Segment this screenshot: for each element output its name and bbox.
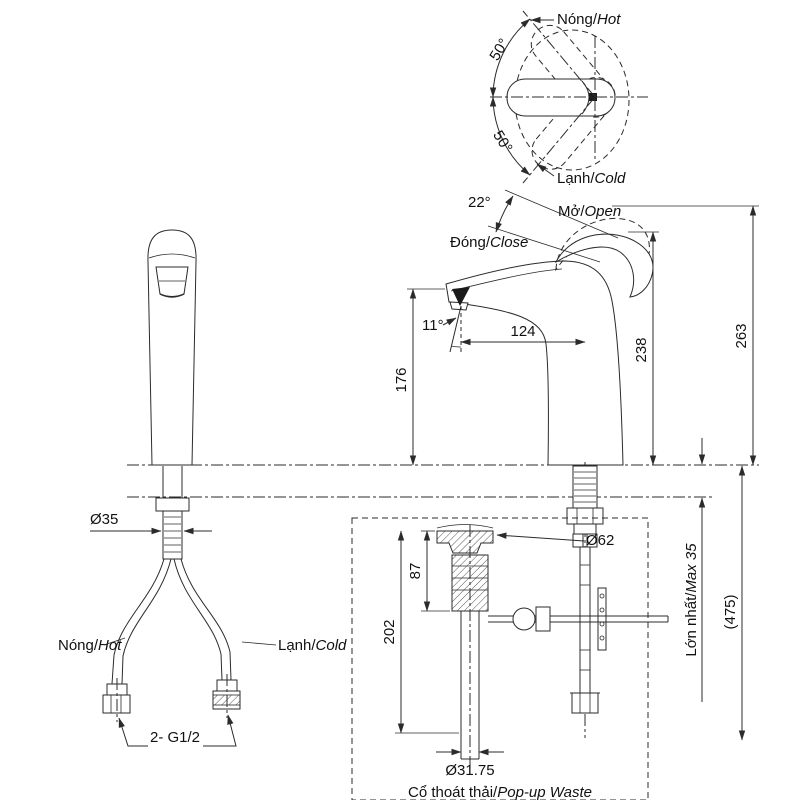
hot-hose-inner — [121, 558, 172, 685]
dim-263-label: 263 — [733, 323, 750, 348]
rod-nut — [571, 692, 599, 714]
max35-vn: Lớn nhất/ — [683, 592, 700, 657]
open-ref-line — [504, 189, 619, 239]
dim-124-label: 124 — [510, 323, 535, 340]
open-en: Open — [585, 203, 622, 220]
dim-62-label: Ø62 — [586, 532, 614, 549]
arc-50-down — [489, 96, 531, 176]
waste-flange — [436, 530, 494, 554]
top-cold-vn: Lạnh/ — [557, 170, 595, 187]
top-view-body-dome — [514, 29, 630, 171]
threaded-rod — [579, 546, 591, 694]
hose-cold-label: Lạnh/Cold — [278, 637, 347, 654]
spray-angle-arc — [450, 345, 462, 348]
side-view-under-counter — [566, 462, 607, 738]
mounting-nut — [566, 507, 604, 525]
hot-hose-outer — [111, 558, 165, 685]
dim-max35-label: Lớn nhất/Max 35 — [683, 543, 700, 657]
handle-pivot-dot — [589, 93, 597, 101]
dim-3175-label: Ø31.75 — [445, 762, 494, 779]
close-vn: Đóng/ — [450, 234, 491, 251]
dim-176-label: 176 — [393, 367, 410, 392]
strap-hole — [599, 593, 605, 599]
pivot-ball — [512, 607, 536, 631]
connector-block — [573, 523, 597, 535]
front-shank-threaded — [162, 510, 183, 560]
waste-caption-en: Pop-up Waste — [497, 784, 592, 800]
hose-cold-en: Cold — [316, 637, 348, 654]
close-label: Đóng/Close — [450, 234, 528, 251]
dim-475-label: (475) — [722, 594, 739, 629]
strap-hole — [599, 607, 605, 613]
spray-angle-line — [449, 305, 462, 353]
dim-202-label: 202 — [381, 619, 398, 644]
angle-50-up-label: 50° — [486, 36, 512, 64]
top-view-handle-rotation: 50° 50° Nóng/Hot Lạnh/Cold — [486, 10, 648, 187]
top-cold-en: Cold — [595, 170, 627, 187]
hot-label-leader — [103, 637, 126, 646]
lift-rod-strap — [597, 587, 607, 651]
cold-leader — [536, 163, 555, 177]
flow-direction-mark — [452, 287, 470, 306]
cold-hose-inner — [173, 558, 223, 681]
flange-dome — [436, 524, 494, 529]
hose-nipple-cold — [586, 533, 598, 548]
hose-hot-vn: Nóng/ — [58, 637, 99, 654]
handle-seam-front — [148, 253, 196, 259]
top-hot-vn: Nóng/ — [557, 11, 598, 28]
centerline-cold-50 — [522, 96, 596, 184]
dim-238-label: 238 — [633, 337, 650, 362]
top-hot-label: Nóng/Hot — [557, 11, 621, 28]
spout-mouth — [155, 266, 189, 297]
spray-angle-leader — [442, 317, 457, 326]
side-view-faucet: 11° 22° Mở/Open Đóng/Close — [422, 189, 654, 466]
popup-waste-detail: Ø62 87 202 Ø31.75 Cổ thoát thải/Pop-up W… — [351, 517, 669, 800]
front-washer — [155, 497, 190, 512]
waste-caption-vn: Cổ thoát thải/ — [408, 784, 498, 800]
top-hot-en: Hot — [597, 11, 621, 28]
thread-spec-label: 2- G1/2 — [150, 729, 200, 746]
max35-en: Max 35 — [683, 543, 700, 593]
open-vn: Mở/ — [558, 203, 585, 220]
faucet-body-front — [147, 229, 197, 466]
mounting-shank — [572, 465, 598, 509]
aerator — [449, 301, 469, 311]
hose-hot-label: Nóng/Hot — [58, 637, 122, 654]
front-view-faucet: Ø35 Nóng/Hot Lạnh/Cold 2- G1/2 — [58, 229, 347, 747]
dim-62-leader — [496, 532, 585, 542]
strap-hole — [599, 635, 605, 641]
dim-35-label: Ø35 — [90, 511, 118, 528]
handle-angle-arc — [495, 195, 514, 233]
angle-50-down-label: 50° — [489, 128, 515, 156]
side-view-dimensions: 176 124 238 263 Lớn nhất/Max 35 (475) — [393, 205, 759, 741]
cold-label-leader — [241, 641, 277, 646]
spray-angle-label: 11° — [422, 317, 444, 334]
hose-hot-en: Hot — [98, 637, 122, 654]
close-en: Close — [490, 234, 528, 251]
centerline-hot-50 — [522, 10, 596, 98]
dim-87-label: 87 — [407, 563, 424, 580]
cold-hose-outer — [180, 558, 232, 681]
thread-leader-hot — [118, 717, 148, 747]
spout-lip-shadow — [159, 293, 185, 298]
faucet-body-side — [445, 260, 624, 466]
pivot-clevis — [535, 606, 551, 632]
arc-50-up — [489, 18, 531, 98]
top-cold-label: Lạnh/Cold — [557, 170, 626, 187]
handle-angle-label: 22° — [468, 194, 491, 211]
waste-caption: Cổ thoát thải/Pop-up Waste — [408, 784, 592, 800]
waste-detail-box — [351, 517, 649, 800]
open-label: Mở/Open — [558, 203, 621, 220]
hose-cold-vn: Lạnh/ — [278, 637, 316, 654]
counter-surface — [127, 464, 759, 498]
thread-leader-cold — [203, 714, 237, 747]
